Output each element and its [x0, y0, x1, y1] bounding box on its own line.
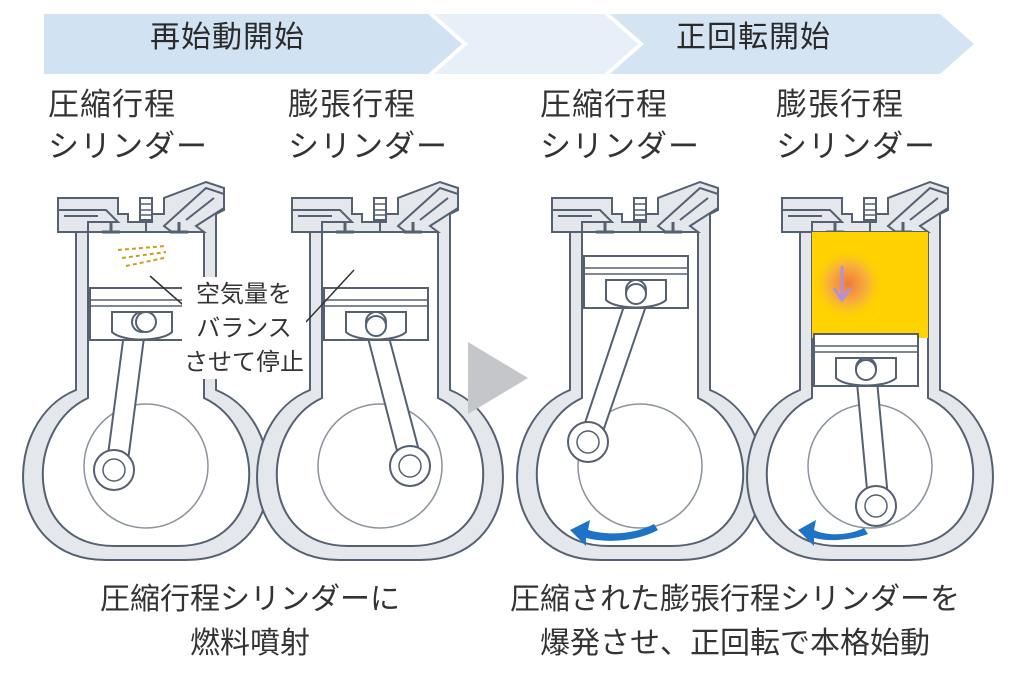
- phase-banner: [44, 14, 974, 74]
- note-line3: させて停止: [182, 345, 306, 379]
- cylinder-label-3-line2: シリンダー: [540, 129, 700, 165]
- cylinder-label-3-line1: 圧縮行程: [540, 87, 668, 123]
- fuel-spray-icon: [117, 245, 167, 267]
- cylinder-label-2-line1: 膨張行程: [288, 87, 416, 123]
- banner-forward-rotation-start: 正回転開始: [676, 20, 831, 55]
- cylinder-label-1-line2: シリンダー: [48, 129, 208, 165]
- rotation-arrow-icon: [570, 520, 658, 546]
- banner-restart-start: 再始動開始: [150, 20, 305, 55]
- caption-left: 圧縮行程シリンダーに 燃料噴射: [40, 578, 460, 666]
- note-line1: 空気量を: [182, 277, 306, 311]
- rotation-arrow-icon: [798, 520, 868, 546]
- caption-right: 圧縮された膨張行程シリンダーを 爆発させ、正回転で本格始動: [470, 578, 1000, 666]
- caption-left-line2: 燃料噴射: [190, 626, 310, 661]
- engine-compression-forward: [515, 180, 765, 562]
- cylinder-label-1: 圧縮行程 シリンダー: [48, 84, 208, 168]
- next-step-triangle-icon: [468, 342, 528, 414]
- caption-left-line1: 圧縮行程シリンダーに: [100, 582, 400, 617]
- cylinder-label-1-line1: 圧縮行程: [48, 87, 176, 123]
- air-balance-note: 空気量を バランス させて停止: [182, 277, 306, 379]
- leader-line: [305, 269, 355, 323]
- cylinder-label-4-line1: 膨張行程: [776, 87, 904, 123]
- engine-expansion-forward: [745, 180, 995, 562]
- engine-compression-restart: [21, 180, 271, 562]
- explosion-icon: [812, 248, 884, 320]
- engine-expansion-restart: [255, 180, 505, 562]
- cylinder-label-2: 膨張行程 シリンダー: [288, 84, 448, 168]
- caption-right-line2: 爆発させ、正回転で本格始動: [540, 626, 930, 661]
- caption-right-line1: 圧縮された膨張行程シリンダーを: [510, 582, 960, 617]
- note-line2: バランス: [182, 311, 306, 345]
- cylinder-label-4-line2: シリンダー: [776, 129, 936, 165]
- cylinder-label-3: 圧縮行程 シリンダー: [540, 84, 700, 168]
- cylinder-label-4: 膨張行程 シリンダー: [776, 84, 936, 168]
- cylinder-label-2-line2: シリンダー: [288, 129, 448, 165]
